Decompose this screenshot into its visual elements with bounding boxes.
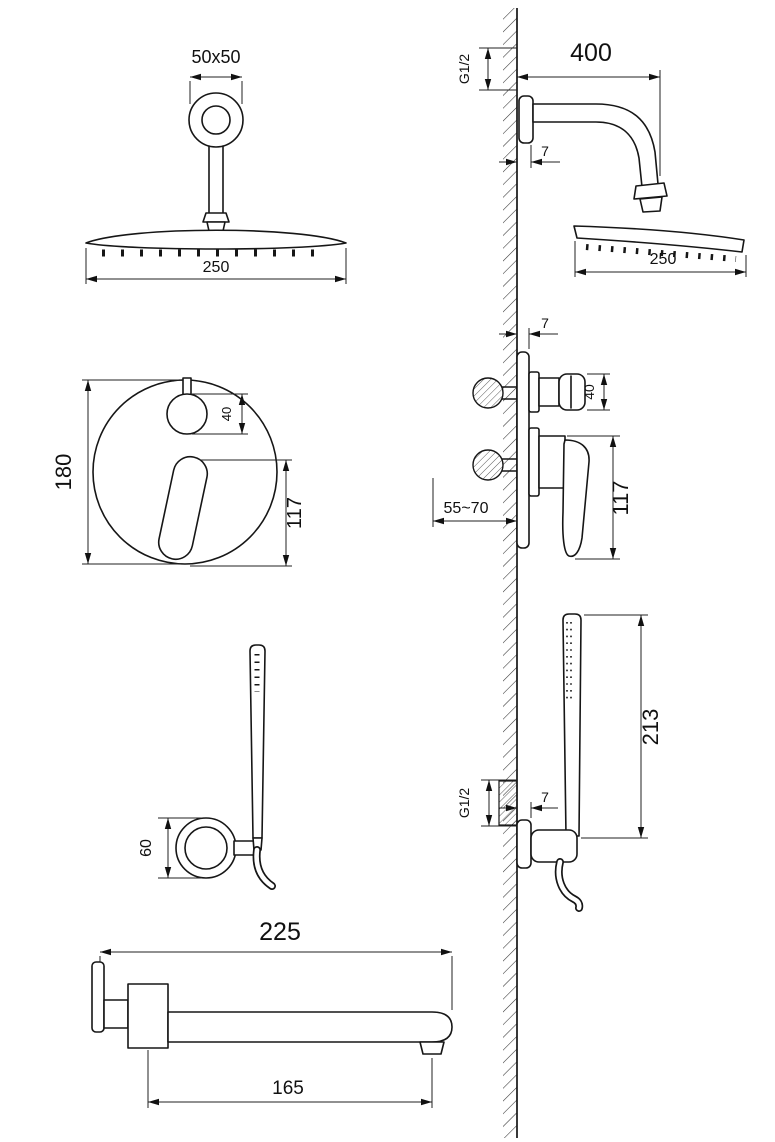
holder-ring-inner xyxy=(184,826,228,870)
diverter-escutcheon xyxy=(528,371,540,413)
outlet-flange xyxy=(516,819,532,869)
dim-plate-diameter: 180 xyxy=(51,379,181,565)
dim-label-total-reach: 225 xyxy=(259,918,301,946)
hose-stub-inner xyxy=(254,847,275,889)
dim-install-depth: 55~70 xyxy=(432,478,517,527)
dim-trim-thickness-mixer: 7 xyxy=(499,315,558,349)
dim-knob-height: 40 xyxy=(581,373,610,411)
hand-shower-wand xyxy=(249,644,266,839)
dim-label-install-depth: 55~70 xyxy=(444,500,489,517)
spout-body xyxy=(127,983,169,1049)
dim-holder-diameter: 60 xyxy=(138,817,202,879)
diverter-pin xyxy=(182,377,192,396)
dim-label-outlet-thread: G1/2 xyxy=(456,788,472,819)
mixer-trim-plate-profile xyxy=(516,351,530,549)
spout-wall-flange xyxy=(91,961,105,1033)
hand-shower-wand-profile xyxy=(562,613,582,837)
ball-joint-upper xyxy=(202,212,230,223)
dim-label-inlet-thread: G1/2 xyxy=(456,54,472,85)
diverter-knob-profile xyxy=(558,373,586,411)
dim-handle-length: 117 xyxy=(190,459,306,567)
shower-head-profile xyxy=(573,225,745,253)
dim-inlet-thread: G1/2 xyxy=(456,47,517,91)
dim-label-arm-length: 400 xyxy=(570,39,612,67)
mount-flange-inner xyxy=(201,105,231,135)
dim-body-height: 117 xyxy=(567,435,633,560)
dim-diverter-knob: 40 xyxy=(192,393,248,435)
mixer-handle-profile xyxy=(561,439,590,558)
dim-label-knob-height: 40 xyxy=(581,384,597,400)
dim-label-wand-length: 213 xyxy=(638,709,663,746)
dim-label-head-width-side: 250 xyxy=(650,251,677,268)
dim-label-aerator-reach: 165 xyxy=(272,1078,304,1099)
dim-trim-thickness: 7 xyxy=(499,143,560,168)
dim-head-width: 250 xyxy=(85,248,347,284)
shower-head-body xyxy=(85,229,347,250)
dim-outlet-thread: G1/2 xyxy=(456,779,517,827)
supply-connection-top xyxy=(472,377,504,409)
dim-label-flange-size: 50x50 xyxy=(191,47,240,67)
dim-label-diverter-knob: 40 xyxy=(219,407,234,421)
ball-joint-lower xyxy=(639,196,663,213)
outlet-body xyxy=(530,829,578,863)
dim-label-holder-diameter: 60 xyxy=(138,839,155,857)
dim-flange-size: 50x50 xyxy=(189,47,243,104)
dim-label-head-width: 250 xyxy=(203,259,230,276)
diverter-knob xyxy=(166,393,208,435)
diverter-body xyxy=(538,377,560,407)
hand-shower-front-view: 60 xyxy=(138,644,276,890)
dim-label-handle-length: 117 xyxy=(284,497,306,529)
overhead-shower-side-view: G1/2 400 7 250 xyxy=(456,39,747,277)
dim-trim-thickness-outlet: 7 xyxy=(499,789,558,818)
outlet-hose-inner xyxy=(556,859,582,911)
shower-arm xyxy=(532,103,659,188)
dim-label-plate-diameter: 180 xyxy=(51,454,76,491)
mixer-side-view: 7 40 117 55~70 xyxy=(432,315,633,560)
wall-section xyxy=(503,8,518,1138)
supply-connection-bottom xyxy=(472,449,504,481)
holder-clamp xyxy=(233,840,255,856)
mixer-front-view: 180 40 117 xyxy=(51,377,306,567)
mixer-handle xyxy=(157,455,209,561)
dim-wand-length: 213 xyxy=(581,614,663,839)
overhead-shower-front-view: 50x50 250 xyxy=(85,47,347,284)
spout-tube xyxy=(167,1011,453,1043)
valve-body xyxy=(538,435,566,489)
dim-label-trim-thickness-mixer: 7 xyxy=(541,315,549,331)
spout-neck xyxy=(103,999,129,1029)
dim-label-body-height: 117 xyxy=(608,480,633,515)
hand-shower-side-view: 213 G1/2 7 xyxy=(456,613,663,912)
wall-hatch xyxy=(503,8,517,1138)
handle-escutcheon xyxy=(528,427,540,497)
dim-aerator-reach: 165 xyxy=(147,1050,433,1108)
dim-label-trim-thickness-outlet: 7 xyxy=(541,789,549,805)
nozzle-row xyxy=(585,244,737,262)
wall-flange xyxy=(518,95,534,144)
ball-joint-upper xyxy=(633,182,668,200)
supply-stub xyxy=(498,780,518,826)
dim-label-trim-thickness: 7 xyxy=(541,143,549,159)
dim-head-width-side: 250 xyxy=(574,241,747,277)
aerator xyxy=(419,1041,445,1055)
dim-arm-length: 400 xyxy=(517,39,661,176)
spout-side-view: 225 165 xyxy=(91,918,453,1108)
dim-total-reach: 225 xyxy=(99,918,453,1010)
